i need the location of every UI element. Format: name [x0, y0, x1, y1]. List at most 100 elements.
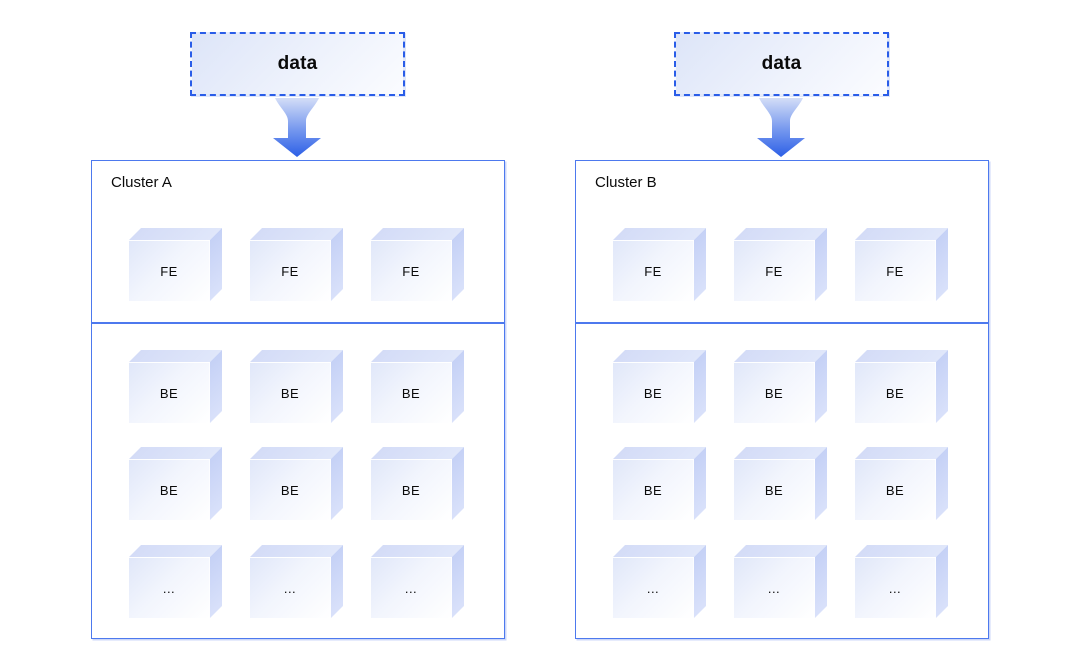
node-label: BE — [643, 482, 663, 498]
data-source-label: data — [277, 53, 318, 74]
cube-right-face — [815, 447, 827, 520]
cube-front-face: BE — [250, 362, 331, 423]
cube-top-face — [129, 228, 222, 240]
cube-front-face: FE — [129, 240, 210, 301]
fe-node-row: FE FE FE — [613, 228, 948, 301]
node-label: ... — [404, 580, 418, 596]
node-label: BE — [280, 385, 300, 401]
cube-front-face: BE — [855, 459, 936, 520]
be-node-cube: BE — [129, 447, 222, 520]
cube-right-face — [210, 228, 222, 301]
fe-node-cube: FE — [371, 228, 464, 301]
cube-front-face: FE — [371, 240, 452, 301]
cube-front-face: BE — [613, 362, 694, 423]
cube-top-face — [855, 545, 948, 557]
be-node-cube: BE — [613, 447, 706, 520]
be-node-cube: BE — [250, 447, 343, 520]
cube-top-face — [734, 545, 827, 557]
more-node-row: ... ... ... — [613, 545, 948, 618]
cube-top-face — [734, 447, 827, 459]
cube-top-face — [250, 545, 343, 557]
cube-front-face: FE — [613, 240, 694, 301]
be-node-cube: BE — [734, 447, 827, 520]
cube-front-face: BE — [129, 459, 210, 520]
cube-right-face — [210, 447, 222, 520]
cube-top-face — [734, 350, 827, 362]
cube-right-face — [210, 545, 222, 618]
data-flow-arrow-icon — [757, 98, 805, 157]
be-node-row: BE BE BE — [613, 350, 948, 423]
cube-front-face: FE — [855, 240, 936, 301]
cube-right-face — [815, 350, 827, 423]
node-label: ... — [283, 580, 297, 596]
more-node-cube: ... — [734, 545, 827, 618]
cluster-b-column: data Cluster B FE FE FE BE BE BE — [575, 0, 989, 669]
cube-right-face — [936, 545, 948, 618]
cluster-title: Cluster A — [111, 174, 172, 191]
be-node-cube: BE — [371, 350, 464, 423]
be-node-cube: BE — [250, 350, 343, 423]
node-label: BE — [643, 385, 663, 401]
cube-front-face: ... — [734, 557, 815, 618]
node-label: BE — [159, 482, 179, 498]
cube-top-face — [371, 447, 464, 459]
cube-right-face — [452, 447, 464, 520]
cube-top-face — [371, 350, 464, 362]
node-label: ... — [646, 580, 660, 596]
cube-front-face: BE — [371, 459, 452, 520]
cube-top-face — [250, 447, 343, 459]
cube-front-face: BE — [613, 459, 694, 520]
cube-right-face — [331, 447, 343, 520]
be-node-row: BE BE BE — [613, 447, 948, 520]
be-section: BE BE BE BE BE BE ... ... ... — [92, 323, 504, 640]
cube-right-face — [331, 545, 343, 618]
more-node-cube: ... — [129, 545, 222, 618]
cluster-a-column: data Cluster A FE FE FE BE BE BE — [91, 0, 505, 669]
cube-front-face: BE — [371, 362, 452, 423]
be-node-row: BE BE BE — [129, 447, 464, 520]
cube-front-face: BE — [734, 459, 815, 520]
node-label: BE — [401, 385, 421, 401]
node-label: ... — [162, 580, 176, 596]
cube-right-face — [331, 350, 343, 423]
cube-right-face — [694, 350, 706, 423]
fe-section: Cluster B FE FE FE — [576, 161, 988, 323]
cube-top-face — [129, 350, 222, 362]
fe-node-row: FE FE FE — [129, 228, 464, 301]
fe-node-cube: FE — [734, 228, 827, 301]
more-node-cube: ... — [250, 545, 343, 618]
more-node-cube: ... — [855, 545, 948, 618]
cube-right-face — [452, 350, 464, 423]
node-label: FE — [402, 263, 420, 279]
node-label: FE — [644, 263, 662, 279]
node-label: BE — [885, 385, 905, 401]
cube-right-face — [694, 545, 706, 618]
cube-top-face — [855, 350, 948, 362]
cube-right-face — [815, 545, 827, 618]
data-source-label: data — [761, 53, 802, 74]
cube-front-face: BE — [250, 459, 331, 520]
cube-front-face: ... — [371, 557, 452, 618]
cube-top-face — [613, 228, 706, 240]
node-label: ... — [888, 580, 902, 596]
cube-right-face — [936, 350, 948, 423]
cube-front-face: FE — [734, 240, 815, 301]
cube-top-face — [129, 545, 222, 557]
cube-right-face — [452, 228, 464, 301]
cube-top-face — [734, 228, 827, 240]
more-node-row: ... ... ... — [129, 545, 464, 618]
cube-top-face — [371, 545, 464, 557]
fe-node-cube: FE — [129, 228, 222, 301]
node-label: BE — [764, 385, 784, 401]
be-section: BE BE BE BE BE BE ... ... ... — [576, 323, 988, 640]
data-source-box: data — [674, 32, 889, 96]
cube-front-face: ... — [250, 557, 331, 618]
cube-top-face — [129, 447, 222, 459]
cube-top-face — [250, 350, 343, 362]
cube-right-face — [452, 545, 464, 618]
fe-node-cube: FE — [613, 228, 706, 301]
node-label: FE — [886, 263, 904, 279]
cube-right-face — [694, 447, 706, 520]
fe-node-cube: FE — [250, 228, 343, 301]
data-source-box: data — [190, 32, 405, 96]
